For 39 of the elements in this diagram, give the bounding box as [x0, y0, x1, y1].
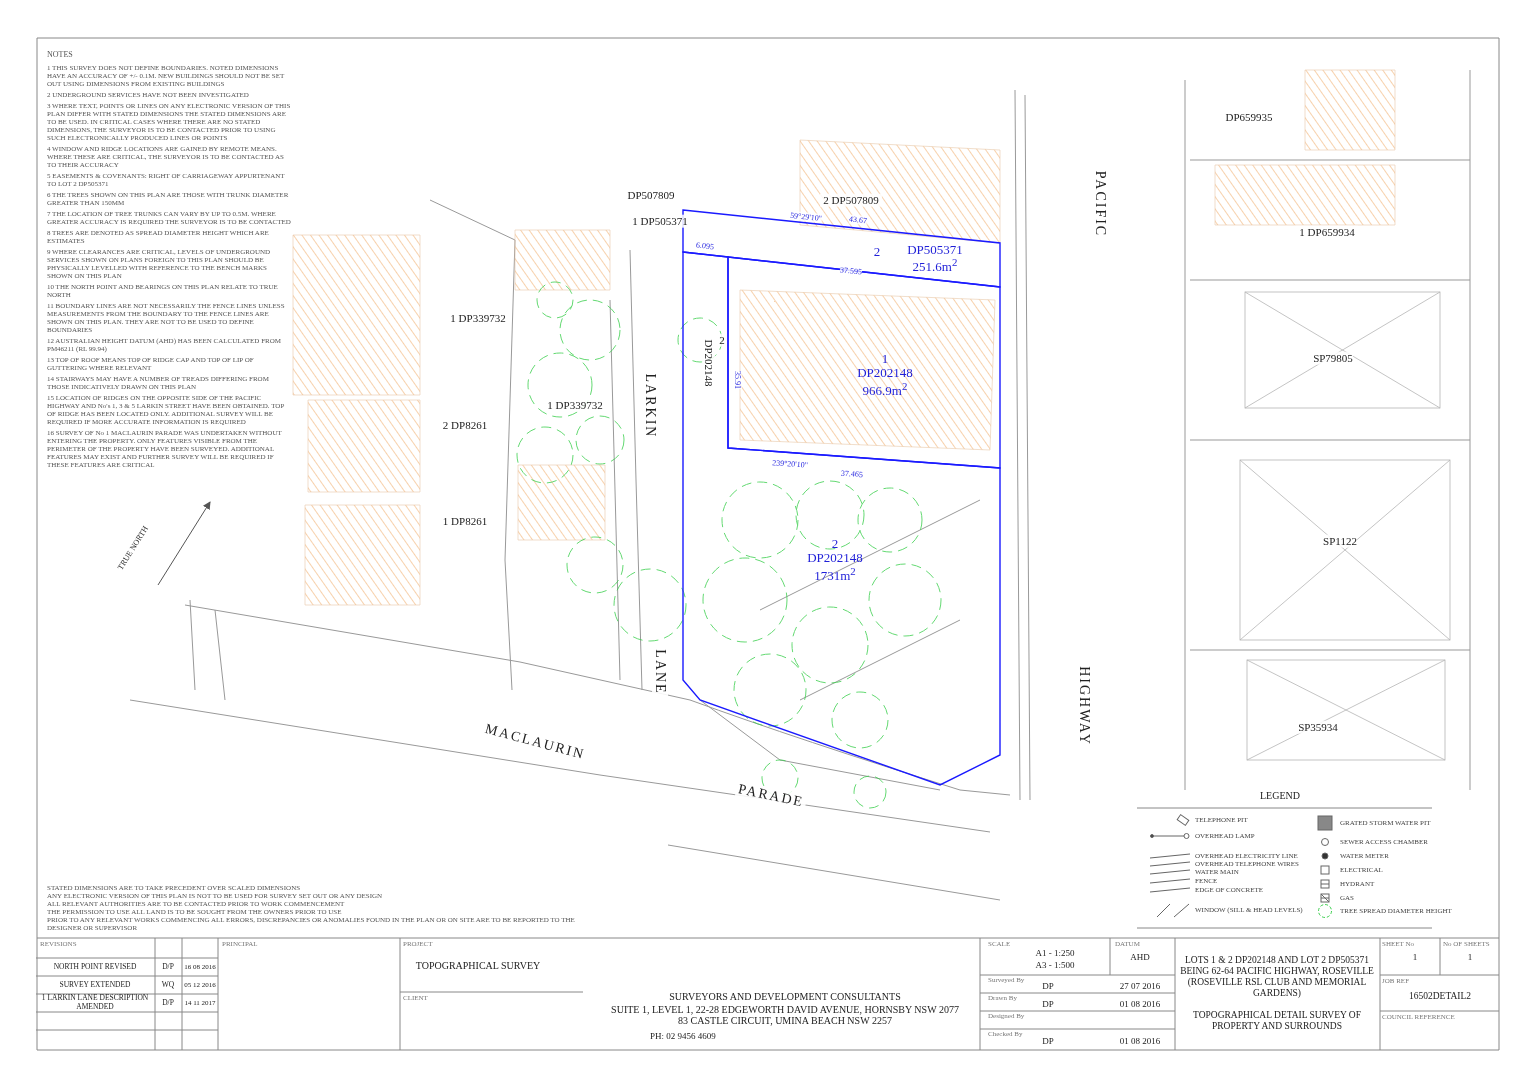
- property-description: LOTS 1 & 2 DP202148 AND LOT 2 DP505371 BEING 62-64 PACIFIC HIGHWAY, ROSEVILLE (ROSEVILLE RSL CLUB AND MEMORIAL GARDENS): [1179, 955, 1375, 999]
- bearing-label: 239°20'10": [771, 458, 809, 470]
- dimension-label: 35.91: [732, 371, 742, 389]
- dimension-label: 37.465: [840, 468, 864, 480]
- job-reference: 16502DETAIL2: [1409, 990, 1471, 1002]
- firm-description: SURVEYORS AND DEVELOPMENT CONSULTANTS: [669, 991, 901, 1003]
- scale-value: A1 - 1:250: [1035, 947, 1075, 959]
- lot-reference: 2: [719, 333, 725, 347]
- initials-value: DP: [1042, 998, 1054, 1010]
- lot-parcel: [727, 256, 1001, 469]
- lot-label: DP505371 251.6m$^{2}$: [906, 243, 964, 275]
- date-value: 01 08 2016: [1119, 1035, 1161, 1047]
- lot-label: 2 DP202148 1731m$^{2}$: [806, 536, 864, 584]
- dimension-label: 37.595: [839, 265, 863, 277]
- initials-value: DP: [1042, 980, 1054, 992]
- notes-heading: NOTES: [47, 50, 74, 60]
- firm-address: 83 CASTLE CIRCUIT, UMINA BEACH NSW 2257: [678, 1015, 892, 1027]
- date-value: 01 08 2016: [1119, 998, 1161, 1010]
- sheet-count: 1: [1467, 951, 1473, 963]
- legend-heading: LEGEND: [1260, 790, 1300, 802]
- lot-label: 2: [872, 244, 882, 260]
- sheet-number: 1: [1412, 951, 1418, 963]
- date-value: 27 07 2016: [1119, 980, 1161, 992]
- datum-value: AHD: [1130, 951, 1150, 963]
- drawing-title: TOPOGRAPHICAL DETAIL SURVEY OF PROPERTY AND SURROUNDS: [1192, 1010, 1362, 1032]
- project-name: TOPOGRAPHICAL SURVEY: [415, 960, 541, 972]
- scale-value: A3 - 1:500: [1035, 959, 1075, 971]
- lot-reference: SP35934: [1298, 720, 1338, 734]
- lot-label: 1 DP202148 966.9m$^{2}$: [856, 351, 914, 399]
- street-name: LANE: [651, 647, 669, 697]
- firm-address: SUITE 1, LEVEL 1, 22-28 EDGEWORTH DAVID AVENUE, HORNSBY NSW 2077: [611, 1004, 959, 1016]
- lot-reference: SP1122: [1323, 534, 1357, 548]
- dimension-label: 43.67: [848, 214, 868, 226]
- firm-phone: PH: 02 9456 4609: [650, 1031, 716, 1042]
- lot-reference: DP202148: [702, 339, 716, 387]
- initials-value: DP: [1042, 1035, 1054, 1047]
- dimension-label: 6.095: [695, 240, 715, 252]
- lot-reference: SP79805: [1313, 351, 1353, 365]
- lot-reference: 2 DP507809: [820, 193, 882, 207]
